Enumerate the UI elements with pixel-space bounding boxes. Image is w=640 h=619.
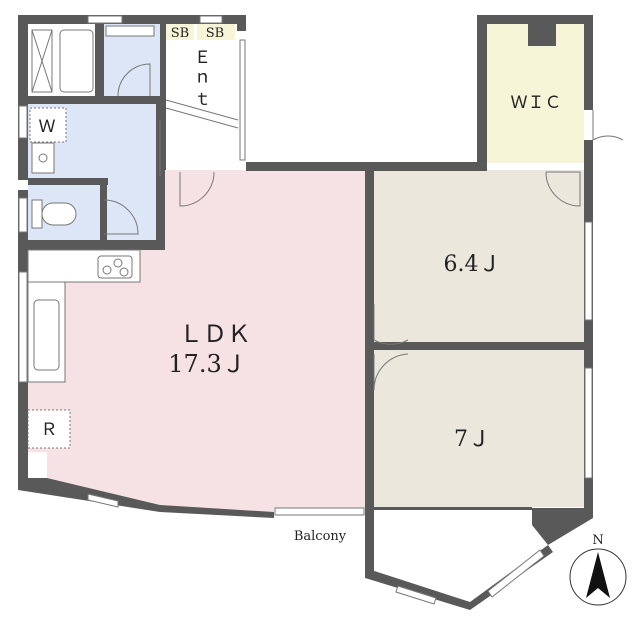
room-7j xyxy=(374,350,584,507)
compass-north-label: N xyxy=(592,533,603,548)
shoe-box-2-label: SB xyxy=(206,26,224,41)
doors xyxy=(103,63,624,391)
north-arrow-icon xyxy=(586,552,610,598)
walk-in-closet xyxy=(487,24,584,163)
entrance-hall xyxy=(166,24,238,162)
balcony-area xyxy=(262,515,365,570)
windows xyxy=(18,15,593,605)
room-6-4j xyxy=(374,170,584,342)
entrance-label: Ｅｎｔ xyxy=(190,49,210,112)
fixtures xyxy=(27,25,239,449)
ldk-label: ＬＤＫ xyxy=(179,320,251,348)
north-compass: N xyxy=(569,533,627,606)
room-6-4j-label: 6.4Ｊ xyxy=(444,252,501,277)
wic-label: ＷＩＣ xyxy=(511,93,562,113)
washer-label: Ｗ xyxy=(39,117,56,137)
shoe-box-1 xyxy=(166,24,194,40)
refrigerator-label: Ｒ xyxy=(41,420,58,440)
balcony-label: Balcony xyxy=(294,529,347,544)
shoe-box-2 xyxy=(197,24,235,40)
shoe-box-1-label: SB xyxy=(171,26,189,41)
ldk-size-label: 17.3Ｊ xyxy=(168,350,245,378)
room-7j-label: 7Ｊ xyxy=(454,427,490,452)
